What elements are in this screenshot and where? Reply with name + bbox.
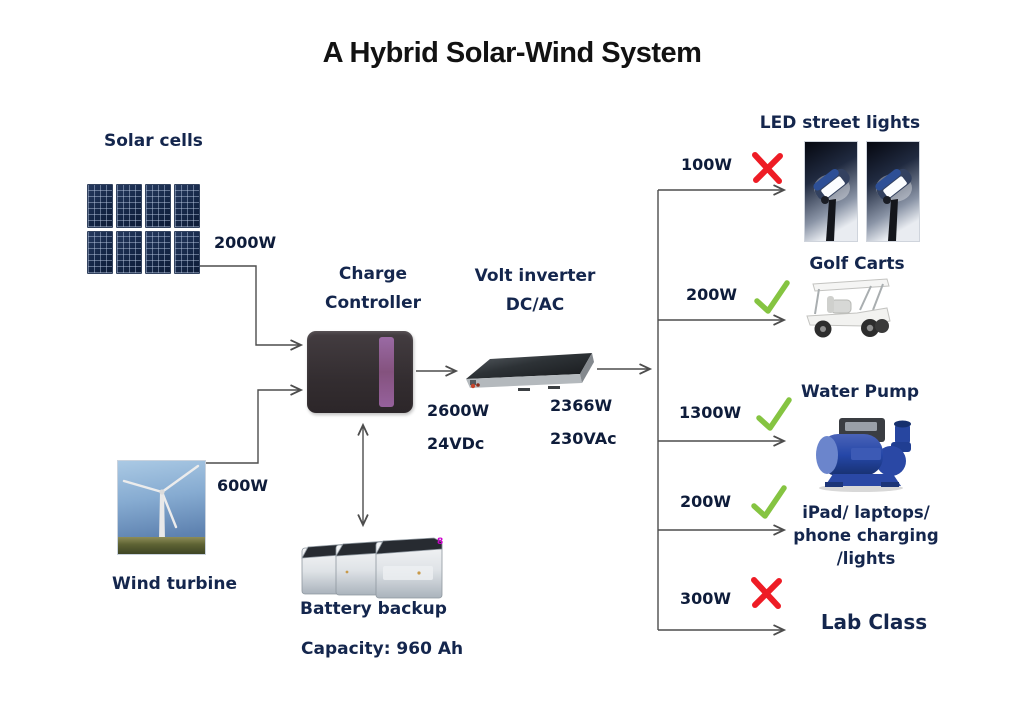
cross-icon [751,577,782,609]
battery-watermark: 8 [437,537,443,547]
solar-panel [87,230,113,274]
cross-icon [752,152,783,184]
load-pump-label: Water Pump [800,382,920,402]
load-led-label: LED street lights [759,113,921,133]
load-charging-label: iPad/ laptops/ phone charging /lights [780,501,952,570]
grass [118,537,205,554]
water-pump-image [816,418,911,492]
inverter-dc-voltage: 24VDc [427,434,485,453]
solar-panel [145,184,171,228]
solar-panels-image [87,184,200,274]
load-golf-power: 200W [686,285,738,304]
inverter-ac-voltage: 230VAc [550,429,617,448]
wind-turbine-image [117,460,206,555]
solar-panel [145,230,171,274]
solar-panel [174,184,200,228]
charge-controller-image [307,331,413,413]
check-icon [751,485,787,519]
page-title: A Hybrid Solar-Wind System [322,37,702,69]
golf-cart-image [806,278,891,338]
inverter-ac-power: 2366W [550,396,613,415]
solar-panel [116,184,142,228]
check-icon [756,397,792,431]
battery-backup-image: 8 [301,537,443,599]
load-led-power: 100W [681,155,733,174]
charge-controller-label: Charge Controller [300,260,446,318]
load-charging-label-line1: iPad/ laptops/ [802,503,930,522]
load-charging-label-line2: phone charging [793,526,939,545]
load-golf-label: Golf Carts [809,254,905,274]
wind-output-power: 600W [217,476,269,495]
solar-output-power: 2000W [214,233,277,252]
load-lab-power: 300W [680,589,732,608]
volt-inverter-label-line2: DC/AC [505,295,565,315]
battery-backup-label: Battery backup [300,599,447,619]
battery-capacity-label: Capacity: 960 Ah [301,639,464,659]
solar-cells-label: Solar cells [104,131,203,151]
load-charging-power: 200W [680,492,732,511]
charge-controller-label-line1: Charge [338,264,408,284]
solar-panel [87,184,113,228]
street-light-image [804,141,858,242]
solar-panel [174,230,200,274]
load-lab-label: Lab Class [820,610,928,634]
wire-solar-to-controller [200,265,301,345]
inverter-dc-power: 2600W [427,401,490,420]
charge-controller-label-line2: Controller [324,293,421,313]
solar-panel [116,230,142,274]
load-charging-label-line3: /lights [836,549,896,568]
volt-inverter-label: Volt inverter DC/AC [455,262,615,320]
volt-inverter-label-line1: Volt inverter [474,266,596,286]
check-icon [754,280,790,314]
wind-turbine-label: Wind turbine [112,574,238,594]
load-pump-power: 1300W [679,403,742,422]
street-light-image [866,141,920,242]
inverter-image [466,353,594,391]
controller-purple-stripe [379,337,394,407]
wire-wind-to-controller [206,390,301,464]
